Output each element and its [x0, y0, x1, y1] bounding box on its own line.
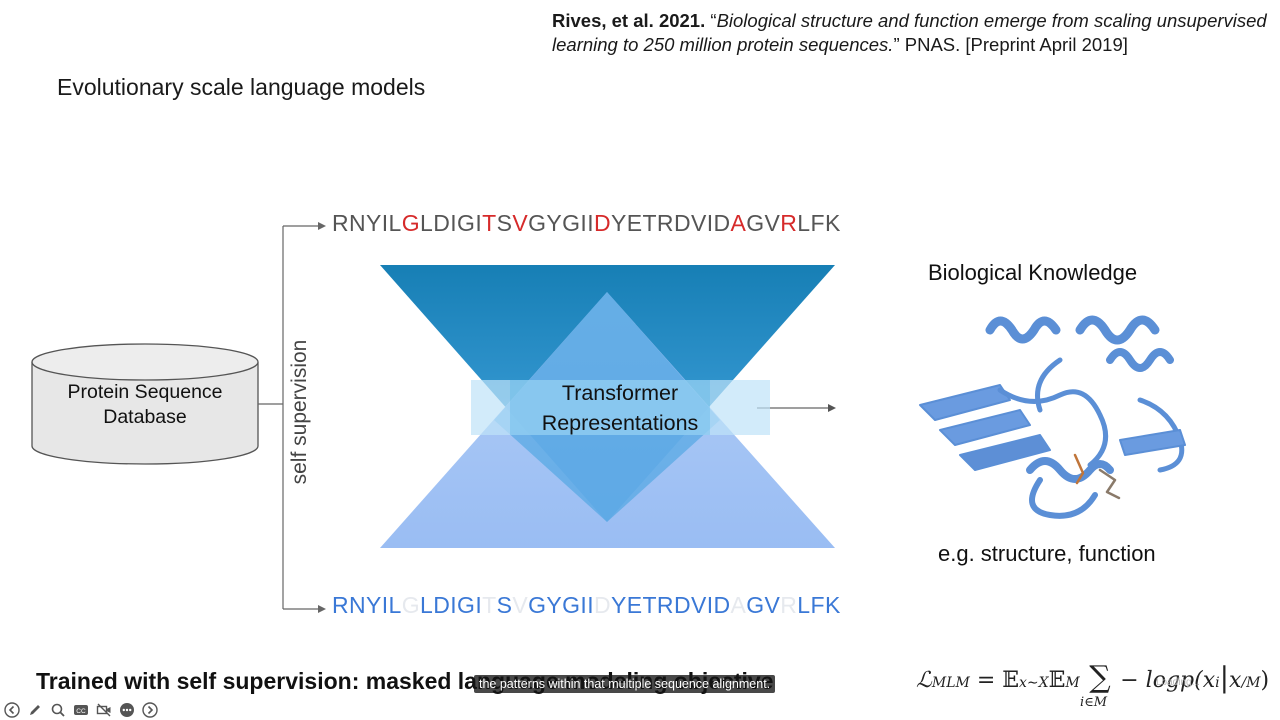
camera-off-icon[interactable] [94, 701, 113, 719]
video-caption: the patterns within that multiple sequen… [474, 675, 776, 693]
representation-band-core [510, 380, 710, 435]
watermark: Loading... [1156, 677, 1200, 688]
sequence-top-segment: D [593, 210, 611, 236]
formula-sum-sub: i∈M [1080, 695, 1108, 710]
svg-text:CC: CC [76, 708, 86, 715]
formula-lhs: ℒ [916, 668, 932, 693]
protein-structure-icon [919, 315, 1186, 519]
formula-term: − logp(x [1120, 668, 1216, 693]
back-icon[interactable] [2, 701, 21, 719]
sequence-top-segment: GV [746, 210, 781, 236]
formula-bar: | [1219, 661, 1230, 694]
more-icon[interactable] [117, 701, 136, 719]
sequence-bottom-segment: G [401, 592, 421, 618]
self-supervision-label: self supervision [288, 339, 311, 485]
sequence-top-segment: T [482, 210, 497, 236]
sequence-top-segment: LFK [797, 210, 841, 236]
sequence-top-segment: A [730, 210, 747, 236]
sequence-top-segment: LDIGI [420, 210, 483, 236]
sequence-bottom-segment: LDIGI [420, 592, 483, 618]
sequence-top-segment: G [401, 210, 421, 236]
connector-lines [258, 225, 830, 610]
sequence-top-segment: YETRDVID [611, 210, 731, 236]
formula-e2: 𝔼 [1048, 668, 1066, 693]
transformer-label: Transformer Representations [520, 378, 720, 438]
pencil-icon[interactable] [25, 701, 44, 719]
formula-e2-sub: M [1065, 675, 1080, 691]
mlm-formula: ℒMLM = 𝔼x∼X𝔼M ∑ − logp(xi|x/M) [916, 660, 1269, 695]
search-icon[interactable] [48, 701, 67, 719]
sequence-bottom-segment: YETRDVID [611, 592, 731, 618]
sequence-bottom-segment: D [593, 592, 611, 618]
sequence-bottom-segment: A [730, 592, 747, 618]
sequence-top-segment: S [496, 210, 513, 236]
citation-source: ” PNAS. [Preprint April 2019] [893, 34, 1128, 55]
database-label-line1: Protein Sequence [67, 381, 223, 403]
transformer-label-line2: Representations [541, 411, 699, 435]
formula-eq: = 𝔼 [969, 668, 1020, 693]
representation-band [471, 380, 770, 435]
sequence-bottom-segment: GV [746, 592, 781, 618]
sequence-top-segment: GYGII [528, 210, 594, 236]
database-label: Protein Sequence Database [33, 380, 257, 430]
sequence-bottom-segment: LFK [797, 592, 841, 618]
database-label-line2: Database [103, 406, 187, 428]
formula-sum: ∑ [1079, 660, 1121, 695]
database-cylinder-icon [31, 343, 259, 465]
formula-term2-sub: /M [1241, 675, 1261, 691]
sequence-top-segment: R [780, 210, 798, 236]
formula-close: ) [1260, 668, 1270, 693]
formula-e1-sub: x∼X [1019, 675, 1049, 691]
forward-icon[interactable] [140, 701, 159, 719]
sequence-bottom-masked: RNYILGLDIGITSVGYGIIDYETRDVIDAGVRLFK [332, 592, 841, 619]
sequence-top-segment: V [512, 210, 529, 236]
citation-title: Biological structure and function emerge… [552, 10, 1267, 55]
transformer-label-line1: Transformer [561, 381, 679, 405]
arrow-top-head [318, 222, 326, 230]
sequence-top-segment: RNYIL [332, 210, 402, 236]
formula-term-sub: i [1215, 675, 1220, 691]
formula-lhs-sub: MLM [931, 675, 970, 691]
sequence-bottom-segment: V [512, 592, 529, 618]
sequence-bottom-segment: GYGII [528, 592, 594, 618]
biological-knowledge-title: Biological Knowledge [928, 260, 1138, 285]
arrow-output-head [828, 404, 836, 412]
player-toolbar: CC [2, 700, 159, 720]
citation-open-quote: “ [705, 10, 717, 31]
closed-caption-icon[interactable]: CC [71, 701, 90, 719]
citation: Rives, et al. 2021. “Biological structur… [552, 9, 1272, 57]
sequence-top: RNYILGLDIGITSVGYGIIDYETRDVIDAGVRLFK [332, 210, 841, 237]
sequence-bottom-segment: RNYIL [332, 592, 402, 618]
formula-term2: x [1229, 668, 1242, 693]
arrow-bottom-head [318, 605, 326, 613]
sequence-bottom-segment: S [496, 592, 513, 618]
sequence-bottom-segment: T [482, 592, 497, 618]
sequence-bottom-segment: R [780, 592, 798, 618]
slide-title: Evolutionary scale language models [57, 74, 426, 100]
citation-authors: Rives, et al. 2021. [552, 10, 706, 31]
biological-knowledge-caption: e.g. structure, function [938, 541, 1156, 566]
